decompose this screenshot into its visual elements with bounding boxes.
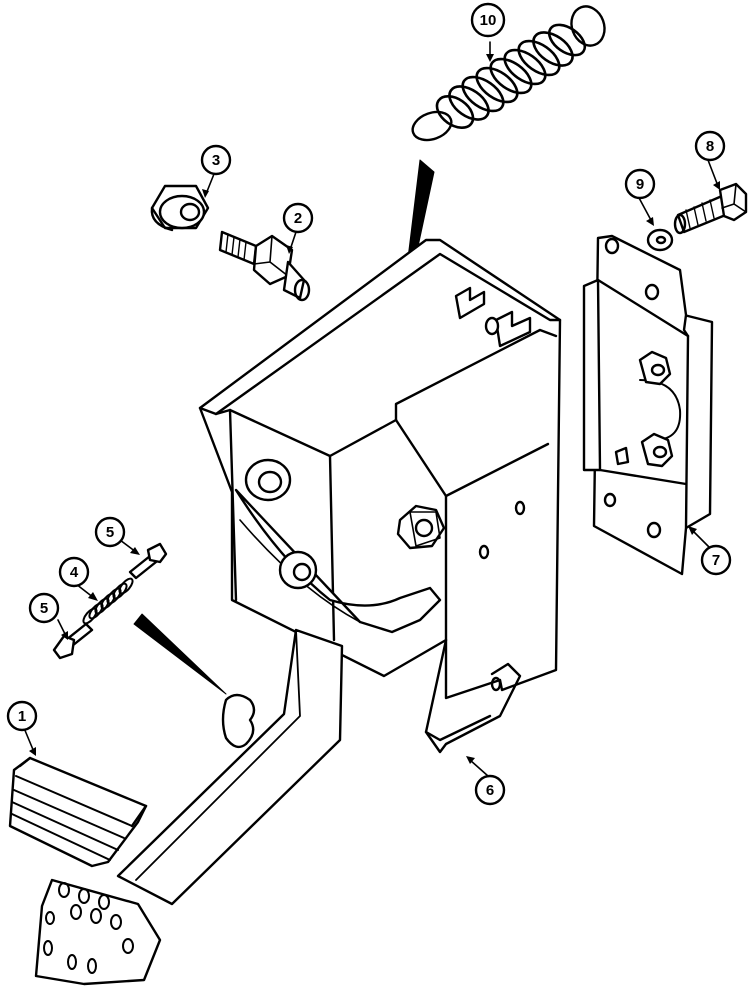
callout-arrowheads bbox=[29, 54, 720, 764]
callout-9-label: 9 bbox=[636, 176, 644, 193]
spring-pin-upper-part bbox=[128, 542, 168, 580]
callout-1-label: 1 bbox=[18, 708, 26, 725]
callout-8-label: 8 bbox=[706, 138, 714, 155]
callout-10: 10 bbox=[470, 2, 506, 38]
flange-nut-part bbox=[150, 184, 210, 232]
callout-2: 2 bbox=[282, 202, 314, 234]
callout-3-label: 3 bbox=[212, 152, 220, 169]
pedal-arm-part bbox=[34, 628, 344, 986]
callout-4-label: 4 bbox=[70, 564, 79, 581]
pedal-housing-part bbox=[198, 238, 562, 754]
pivot-stud-part bbox=[218, 230, 311, 302]
return-spring-part bbox=[82, 577, 134, 625]
mounting-bracket-part bbox=[582, 234, 714, 576]
pedal-rubber-pad-part bbox=[8, 756, 148, 868]
callout-2-label: 2 bbox=[294, 210, 302, 227]
callout-1: 1 bbox=[6, 700, 38, 732]
callout-7: 7 bbox=[700, 544, 732, 576]
callout-9: 9 bbox=[624, 168, 656, 200]
callout-8: 8 bbox=[694, 130, 726, 162]
callout-5-lower: 5 bbox=[28, 592, 60, 624]
callout-5-lower-label: 5 bbox=[40, 600, 48, 617]
callout-4: 4 bbox=[58, 556, 90, 588]
callout-3: 3 bbox=[200, 144, 232, 176]
return-spring-pointer-wedge bbox=[133, 613, 227, 695]
hex-bolt-part bbox=[673, 182, 748, 235]
callout-6: 6 bbox=[474, 774, 506, 806]
callout-5-upper-label: 5 bbox=[106, 524, 114, 541]
pedal-pad-holes bbox=[43, 882, 134, 974]
callout-6-label: 6 bbox=[486, 782, 494, 799]
callout-10-label: 10 bbox=[480, 12, 497, 29]
callout-7-label: 7 bbox=[712, 552, 720, 569]
callout-5-upper: 5 bbox=[94, 516, 126, 548]
extension-spring-part bbox=[411, 5, 606, 142]
spring-pin-lower-part bbox=[52, 622, 94, 660]
washer-part bbox=[646, 228, 674, 252]
